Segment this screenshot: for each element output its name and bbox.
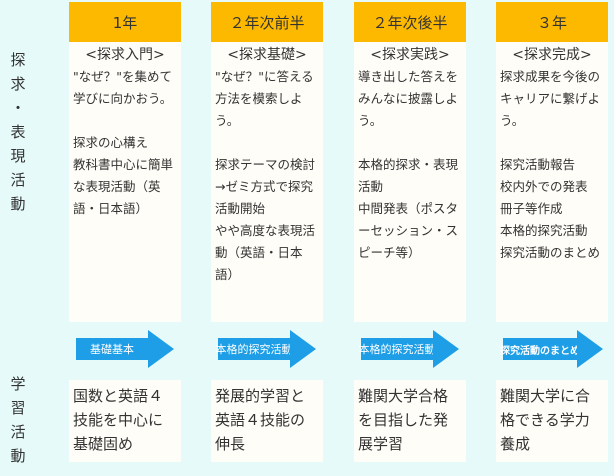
stage-body: <探求完成> 探求成果を今後のキャリアに繋げよう。 探究活動報告 校内外での発表… bbox=[496, 42, 608, 322]
row-label-char: 活 bbox=[10, 171, 26, 189]
stage-header: ２年次前半 bbox=[211, 2, 323, 42]
stage-activities: 探究活動報告 校内外での発表 冊子等作成 本格的探究活動 探究活動のまとめ bbox=[500, 157, 601, 260]
study-box-3: 難関大学合格を目指した発展学習 bbox=[354, 380, 466, 462]
row-label-char: 習 bbox=[10, 399, 26, 417]
row-label-char: ・ bbox=[10, 99, 26, 117]
arrow-right-icon bbox=[148, 330, 174, 368]
study-box-1: 国数と英語４技能を中心に基礎固め bbox=[69, 380, 181, 462]
arrow-banner-2: 本格的探究活動 bbox=[216, 330, 316, 368]
row-label-char: 現 bbox=[10, 147, 26, 165]
arrow-banner-3: 本格的探究活動 bbox=[359, 330, 459, 368]
stage-tagline: "なぜ？"に答える方法を模索しよう。 bbox=[215, 69, 314, 128]
arrow-label: 本格的探究活動 bbox=[216, 338, 293, 360]
row-label-char: 動 bbox=[10, 195, 26, 213]
stage-title: <探求入門> bbox=[85, 47, 165, 63]
arrow-banner-4: 探究活動のまとめ bbox=[500, 330, 603, 368]
arrow-banner-1: 基礎基本 bbox=[76, 330, 174, 368]
stage-column-3: ２年次後半 <探求実践> 導き出した答えをみんなに披露しよう。 本格的探求・表現… bbox=[354, 2, 466, 322]
stage-title: <探求実践> bbox=[370, 47, 450, 63]
stage-column-2: ２年次前半 <探求基礎> "なぜ？"に答える方法を模索しよう。 探求テーマの検討… bbox=[211, 2, 323, 322]
study-box-4: 難関大学に合格できる学力養成 bbox=[496, 380, 608, 462]
row-label-char: 動 bbox=[10, 447, 26, 465]
row-label-char: 表 bbox=[10, 123, 26, 141]
stage-activities: 探求テーマの検討 →ゼミ方式で探究活動開始 やや高度な表現活動（英語・日本語） bbox=[215, 157, 316, 282]
stage-header: 1年 bbox=[69, 2, 181, 42]
stage-title: <探求基礎> bbox=[227, 47, 307, 63]
row-label-char: 活 bbox=[10, 423, 26, 441]
stage-header: ３年 bbox=[496, 2, 608, 42]
arrow-label: 探究活動のまとめ bbox=[500, 338, 580, 360]
row-label-study: 学 習 活 動 bbox=[0, 372, 36, 468]
stage-activities: 本格的探求・表現活動 中間発表（ポスターセッション・スピーチ等） bbox=[358, 157, 459, 260]
stage-tagline: "なぜ？"を集めて学びに向かおう。 bbox=[73, 69, 173, 106]
arrow-right-icon bbox=[433, 330, 459, 368]
row-label-char: 探 bbox=[10, 51, 26, 69]
stage-body: <探求実践> 導き出した答えをみんなに披露しよう。 本格的探求・表現活動 中間発… bbox=[354, 42, 466, 322]
arrow-right-icon bbox=[290, 330, 316, 368]
row-label-char: 求 bbox=[10, 75, 26, 93]
arrow-label: 基礎基本 bbox=[76, 338, 148, 360]
stage-activities: 探求の心構え 教科書中心に簡単な表現活動（英語・日本語） bbox=[73, 135, 174, 216]
stage-body: <探求入門> "なぜ？"を集めて学びに向かおう。 探求の心構え 教科書中心に簡単… bbox=[69, 42, 181, 322]
row-label-char: 学 bbox=[10, 375, 26, 393]
stage-column-1: 1年 <探求入門> "なぜ？"を集めて学びに向かおう。 探求の心構え 教科書中心… bbox=[69, 2, 181, 322]
stage-body: <探求基礎> "なぜ？"に答える方法を模索しよう。 探求テーマの検討 →ゼミ方式… bbox=[211, 42, 323, 322]
row-label-inquiry: 探 求 ・ 表 現 活 動 bbox=[0, 48, 36, 216]
stage-tagline: 探求成果を今後のキャリアに繋げよう。 bbox=[500, 69, 601, 128]
stage-tagline: 導き出した答えをみんなに披露しよう。 bbox=[358, 69, 459, 128]
arrow-label: 本格的探究活動 bbox=[359, 338, 436, 360]
study-box-2: 発展的学習と英語４技能の伸長 bbox=[211, 380, 323, 462]
stage-title: <探求完成> bbox=[512, 47, 592, 63]
arrow-right-icon bbox=[577, 330, 603, 368]
stage-column-4: ３年 <探求完成> 探求成果を今後のキャリアに繋げよう。 探究活動報告 校内外で… bbox=[496, 2, 608, 322]
stage-header: ２年次後半 bbox=[354, 2, 466, 42]
